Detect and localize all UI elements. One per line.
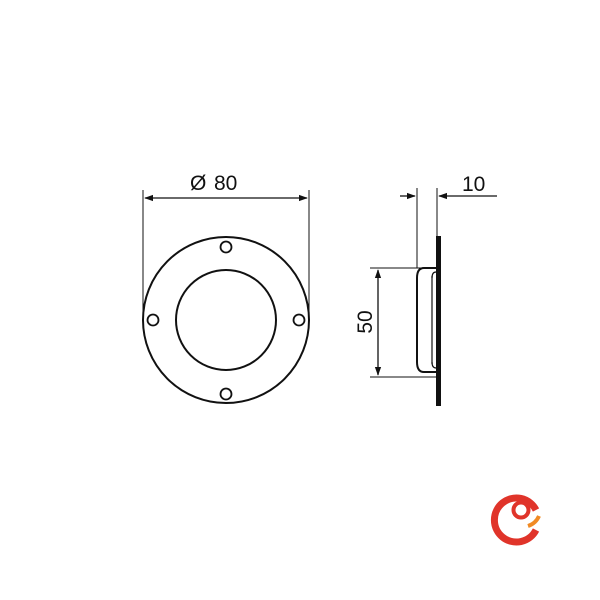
mounting-hole-right	[292, 313, 306, 327]
cup-profile	[416, 267, 436, 373]
logo-outer-arc	[490, 494, 540, 546]
cup-inner-top	[431, 271, 437, 279]
diameter-value: 80	[214, 172, 237, 195]
flange-plate	[436, 236, 441, 406]
logo-inner-ring	[511, 500, 531, 520]
flange-outer-circle	[142, 236, 310, 404]
cup-inner-bottom	[431, 361, 437, 369]
c-logo-icon	[490, 494, 541, 546]
mounting-hole-left	[146, 313, 160, 327]
mounting-hole-bottom	[219, 387, 233, 401]
side-view	[370, 188, 497, 406]
thickness-value: 10	[462, 173, 485, 196]
flange-inner-circle	[175, 269, 277, 371]
height-value: 50	[354, 310, 377, 333]
mounting-hole-top	[219, 240, 233, 254]
diameter-symbol: Ø	[190, 172, 206, 195]
front-view	[142, 190, 310, 404]
logo-accent-arc	[527, 515, 541, 528]
